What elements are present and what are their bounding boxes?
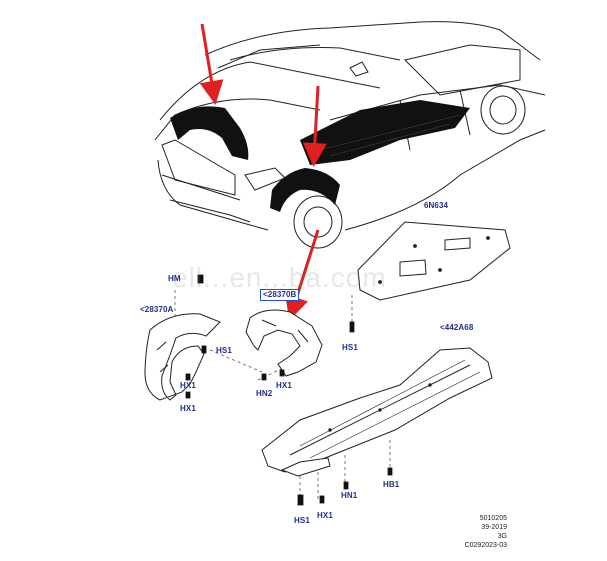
fastener-hx1-b — [185, 391, 191, 399]
fastener-hx1-bottom — [319, 495, 325, 504]
label-hx1-a: HX1 — [180, 381, 196, 390]
reference-line-3: 3G — [497, 533, 507, 540]
part-28370a-liner — [144, 313, 221, 401]
fastener-hn1 — [343, 481, 349, 490]
fasteners — [185, 274, 393, 506]
label-hs1-bottom: HS1 — [294, 516, 310, 525]
fastener-hn2 — [261, 373, 267, 381]
part-442a68-shield — [261, 347, 493, 477]
fastener-hm — [197, 274, 204, 284]
label-hm: HM — [168, 274, 181, 283]
reference-line-2: 39-2019 — [481, 524, 507, 531]
watermark-text: ell...en...ba.com — [172, 262, 387, 293]
part-28370b-liner — [245, 309, 323, 377]
label-hb1: HB1 — [383, 480, 400, 489]
arrow-underbody — [302, 85, 327, 167]
label-hx1-bottom: HX1 — [317, 511, 333, 520]
fastener-hx1-a — [185, 373, 191, 381]
reference-line-4: C0292023-03 — [464, 542, 507, 549]
fastener-hx1-c — [279, 369, 285, 377]
vehicle-highlighted-parts — [170, 100, 470, 212]
fastener-hs1-mid — [349, 321, 355, 333]
part-6n634-panel — [357, 221, 511, 301]
label-hn2: HN2 — [256, 389, 273, 398]
label-442a68: <442A68 — [440, 323, 474, 332]
label-hn1: HN1 — [341, 491, 358, 500]
label-hs1-left: HS1 — [216, 346, 232, 355]
label-6n634: 6N634 — [424, 201, 449, 210]
fastener-hs1-bottom — [297, 494, 304, 506]
label-hx1-b: HX1 — [180, 404, 196, 413]
label-28370b: <28370B — [260, 289, 300, 301]
fastener-hs1-left — [201, 345, 207, 354]
label-hx1-c: HX1 — [276, 381, 292, 390]
label-hs1-mid: HS1 — [342, 343, 358, 352]
fastener-hb1 — [387, 467, 393, 476]
label-28370a: <28370A — [140, 305, 174, 314]
reference-line-1: 5010205 — [479, 515, 507, 522]
arrow-left-liner — [199, 23, 224, 105]
